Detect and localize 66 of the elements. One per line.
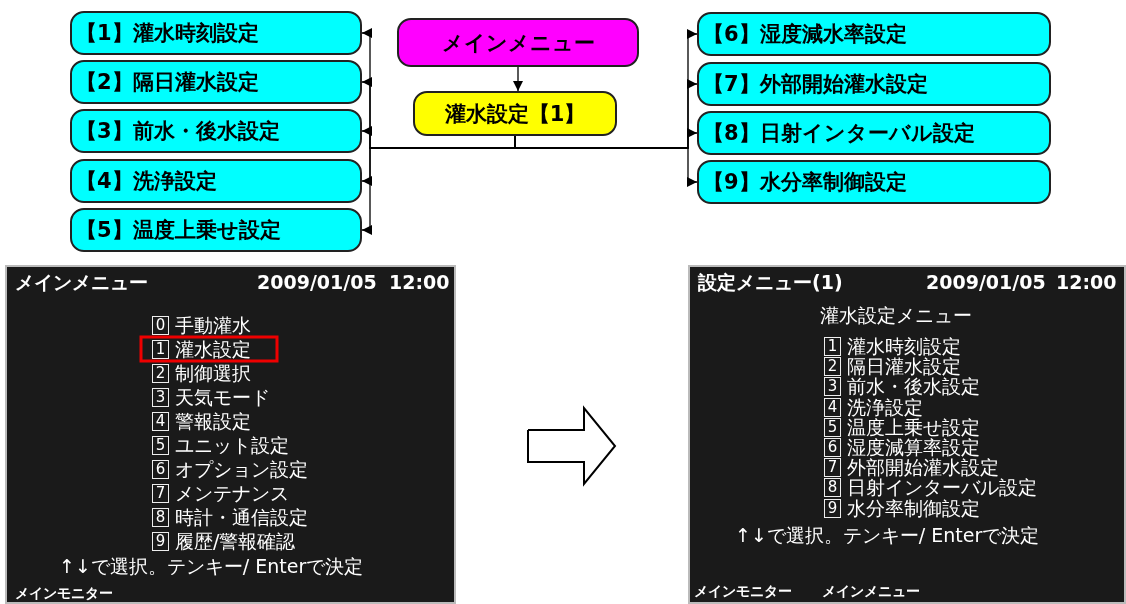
key-number: 1	[824, 337, 841, 356]
key-number: 4	[824, 397, 841, 417]
menu-item: 洗浄設定	[847, 396, 923, 417]
menu-item: 湿度減算率設定	[847, 437, 980, 457]
menu-item: 時計・通信設定	[175, 507, 308, 527]
key-number: 9	[152, 532, 169, 551]
key-number: 7	[824, 458, 841, 478]
hint-text: ↑↓で選択。テンキー/ Enterで決定	[59, 556, 364, 576]
hint-text: ↑↓で選択。テンキー/ Enterで決定	[735, 525, 1040, 545]
menu-box: 【8】日射インターバル設定	[697, 111, 1051, 155]
menu-item: 制御選択	[175, 363, 251, 383]
key-number: 9	[824, 498, 841, 518]
menu-subtitle: 灌水設定メニュー	[820, 305, 972, 325]
menu-item: 履歴/警報確認	[175, 531, 296, 551]
date-text: 2009/01/05	[926, 272, 1046, 292]
menu-box: 【6】湿度減水率設定	[697, 12, 1051, 56]
block-arrow	[527, 405, 617, 487]
menu-item: 隔日灌水設定	[847, 356, 961, 377]
menu-item: 灌水設定	[175, 339, 251, 359]
key-number: 8	[152, 508, 169, 527]
key-number: 3	[152, 388, 169, 407]
menu-item: 日射インターバル設定	[847, 477, 1037, 498]
arrow	[513, 66, 523, 92]
time-text: 12:00	[389, 272, 450, 292]
key-number: 0	[152, 316, 169, 335]
key-number: 7	[152, 484, 169, 503]
menu-item: オプション設定	[175, 459, 308, 479]
key-number: 8	[824, 478, 841, 498]
key-number: 6	[824, 438, 841, 457]
menu-box: 【5】温度上乗せ設定	[70, 208, 362, 252]
key-number: 3	[824, 377, 841, 397]
key-number: 6	[152, 460, 169, 479]
date-text: 2009/01/05	[257, 272, 377, 292]
menu-item: 天気モード	[175, 387, 270, 407]
menu-item: メンテナンス	[175, 483, 289, 503]
menu-item: ユニット設定	[175, 435, 289, 455]
menu-item: 前水・後水設定	[847, 376, 980, 397]
screen-panel	[688, 265, 1126, 604]
key-number: 1	[152, 340, 169, 359]
menu-box: 【9】水分率制御設定	[697, 160, 1051, 204]
menu-item: 外部開始灌水設定	[847, 457, 999, 478]
menu-box: 【3】前水・後水設定	[70, 109, 362, 153]
menu-item: 灌水時刻設定	[847, 336, 961, 356]
key-number: 5	[152, 436, 169, 455]
menu-box: メインメニュー	[397, 18, 639, 67]
key-number: 4	[152, 412, 169, 431]
menu-item: 温度上乗せ設定	[847, 416, 980, 437]
menu-item: 手動灌水	[175, 315, 251, 335]
menu-box: 【7】外部開始灌水設定	[697, 62, 1051, 106]
key-number: 2	[152, 364, 169, 383]
time-text: 12:00	[1056, 272, 1117, 292]
screen-title: 設定メニュー(1)	[698, 272, 843, 292]
soft-key-label: メインメニュー	[822, 582, 920, 601]
menu-item: 警報設定	[175, 411, 251, 431]
screen-title: メインメニュー	[15, 272, 148, 292]
menu-box: 【1】灌水時刻設定	[70, 11, 362, 55]
soft-key-label: メインモニター	[15, 584, 113, 603]
menu-box: 【2】隔日灌水設定	[70, 60, 362, 104]
arrow	[514, 135, 698, 187]
menu-item: 水分率制御設定	[847, 497, 980, 518]
menu-box: 【4】洗浄設定	[70, 159, 362, 203]
screen-panel	[5, 265, 456, 604]
menu-box: 灌水設定【1】	[413, 91, 617, 136]
key-number: 5	[824, 417, 841, 437]
soft-key-label: メインモニター	[694, 582, 792, 601]
key-number: 2	[824, 357, 841, 377]
